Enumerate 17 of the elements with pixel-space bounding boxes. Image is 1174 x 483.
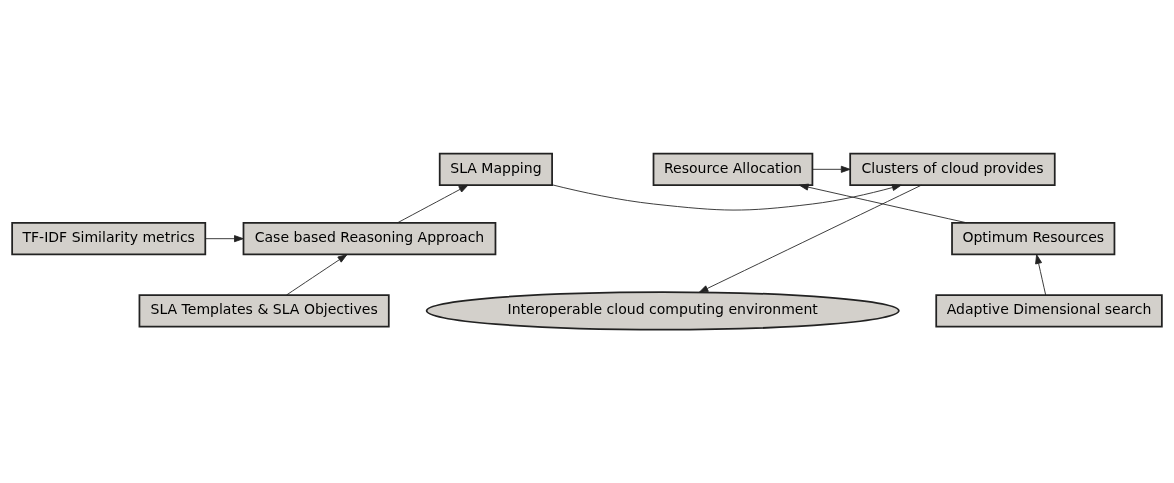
node-box: Optimum Resources [951, 222, 1116, 256]
node-box: SLA Templates & SLA Objectives [138, 294, 390, 328]
arrow [286, 254, 348, 296]
node-ellipse: Interoperable cloud computing environment [425, 291, 900, 331]
arrow [397, 184, 469, 224]
arrow [551, 184, 902, 211]
node-box: Resource Allocation [652, 152, 814, 186]
arrow [698, 184, 922, 293]
arrow [1035, 254, 1047, 296]
node-box: Case based Reasoning Approach [242, 222, 497, 256]
arrow [205, 235, 244, 243]
node-box: TF-IDF Similarity metrics [11, 222, 207, 256]
node-box: Clusters of cloud provides [849, 152, 1056, 186]
arrow [812, 165, 851, 173]
node-box: SLA Mapping [438, 152, 553, 186]
node-box: Adaptive Dimensional search [935, 294, 1163, 328]
arrow [798, 183, 968, 224]
